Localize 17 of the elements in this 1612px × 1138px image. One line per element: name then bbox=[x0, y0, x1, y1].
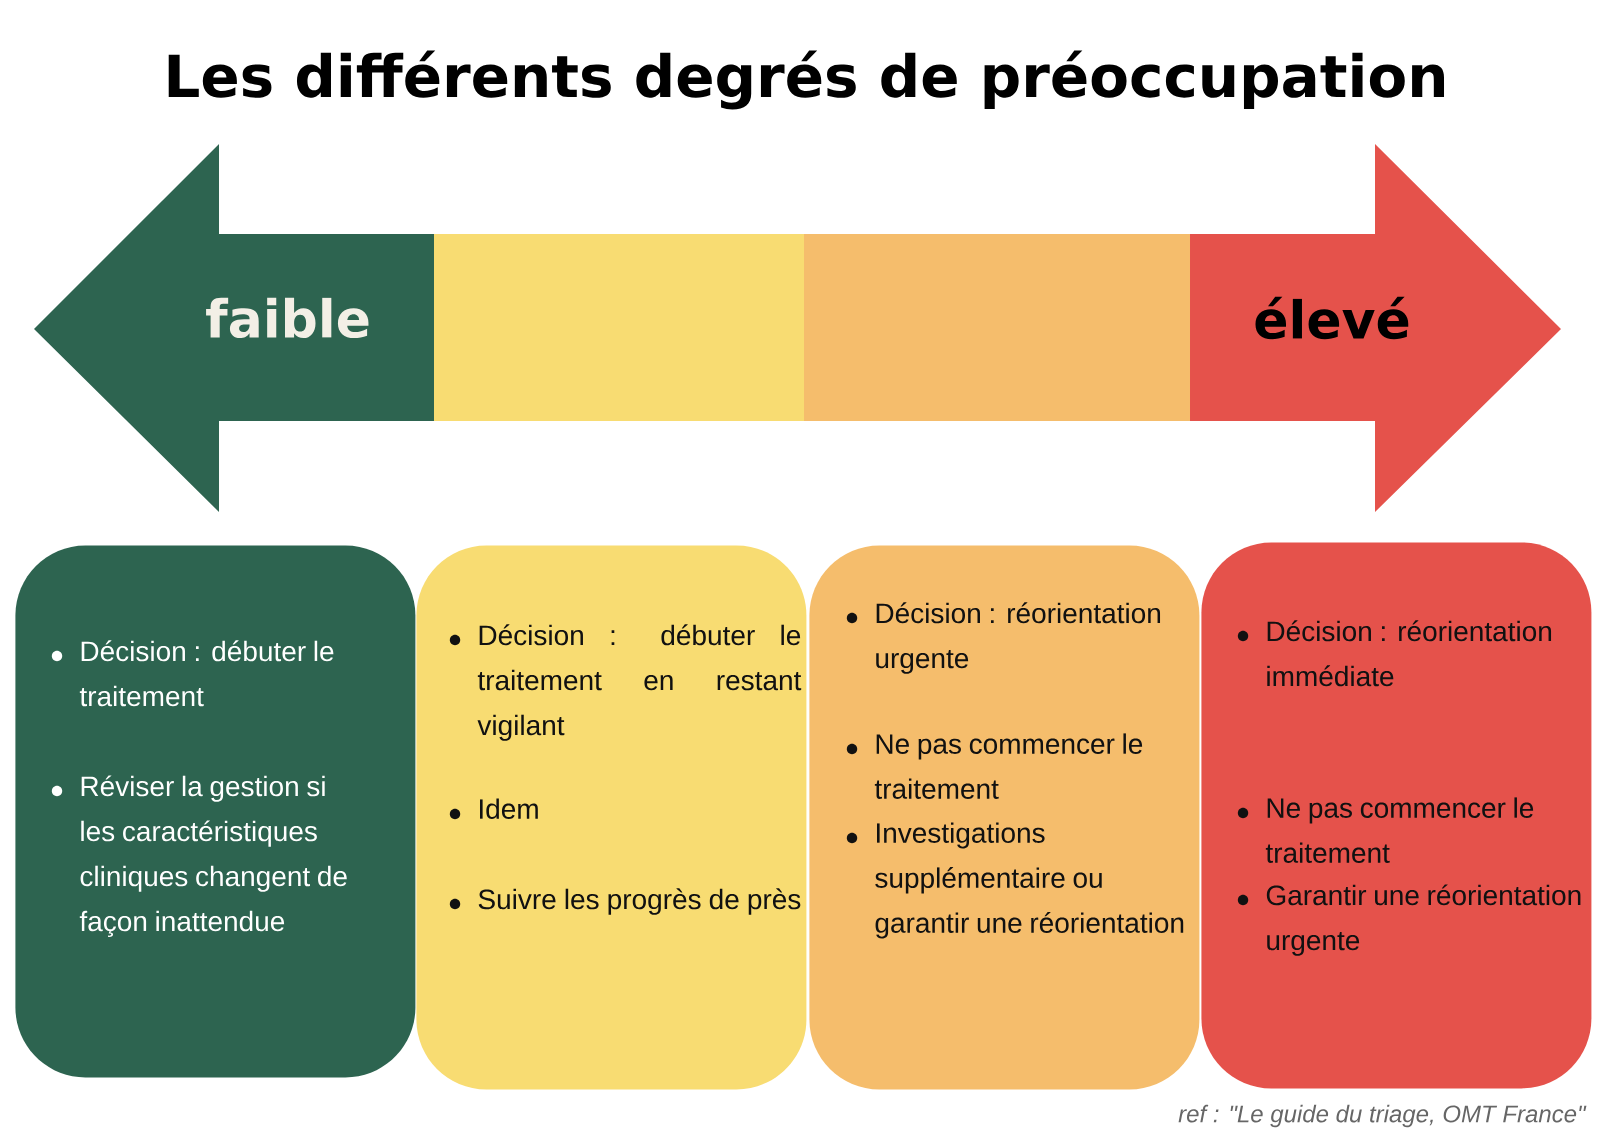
bullet-item: Décision : débuter le traitement bbox=[79, 640, 334, 707]
bullet-item: Idem bbox=[480, 798, 538, 819]
bullet-item: Décision : réorientation immédiate bbox=[1267, 620, 1552, 687]
bullet-item: Garantir une réorientation urgente bbox=[1266, 884, 1581, 956]
title: Les différents degrés de préoccupation bbox=[168, 50, 1444, 110]
bullet-item: Décision : débuter le traitement en restant vigilant bbox=[477, 624, 802, 741]
arrow-segment: faible bbox=[34, 144, 434, 512]
bullet-item: Décision : réorientation urgente bbox=[876, 602, 1161, 674]
bullet-item: Suivre les progrès de près bbox=[478, 888, 801, 915]
band-segment bbox=[804, 234, 1190, 421]
bullet-item: Ne pas commencer le traitement bbox=[874, 733, 1143, 799]
arrow-segment: élevé bbox=[1190, 144, 1561, 512]
caption: ref : "Le guide du triage, OMT France" bbox=[1178, 1104, 1587, 1128]
band-segment bbox=[434, 234, 805, 421]
bullet-item: Réviser la gestion si les caractéristiques cliniques changent de façon inattendue bbox=[79, 775, 347, 937]
bullet-item: Ne pas commencer le traitement bbox=[1265, 797, 1534, 863]
bullet-item: Investigations supplémentaire ou garantir une réorientation bbox=[875, 822, 1184, 939]
